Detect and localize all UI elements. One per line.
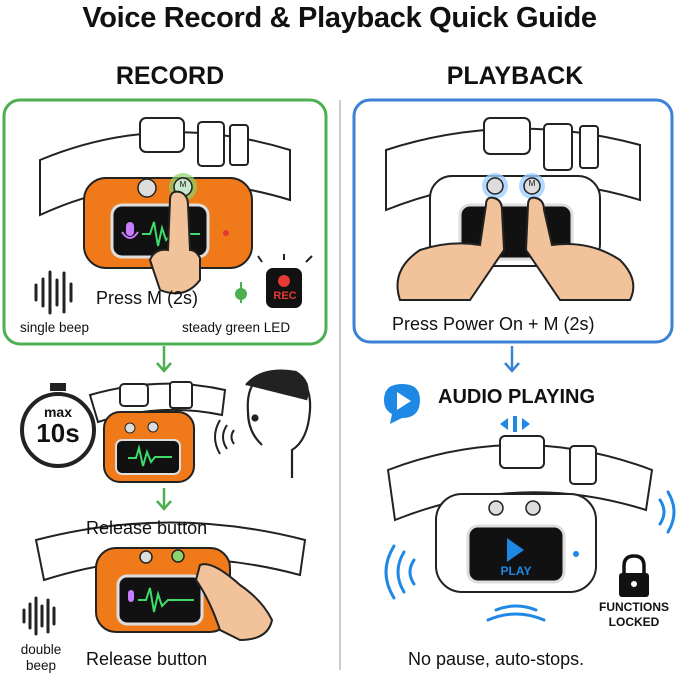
page-title: Voice Record & Playback Quick Guide	[82, 2, 597, 34]
record-heading: RECORD	[115, 62, 225, 90]
m-button-pressed	[523, 177, 541, 195]
single-beep-icon	[34, 270, 73, 315]
mic-icon	[121, 222, 139, 239]
arrow-down-icon	[156, 346, 172, 373]
left-hand-icon	[396, 196, 506, 301]
arrow-down-icon-3	[504, 346, 520, 373]
green-led-icon	[235, 288, 247, 300]
audio-playing-icon	[384, 384, 420, 424]
locked-label-1: FUNCTIONS	[599, 600, 669, 614]
play-icon	[507, 538, 524, 562]
finger-press-icon	[148, 190, 201, 295]
record-step3-label: Release button	[86, 649, 208, 669]
locked-label-2: LOCKED	[608, 615, 660, 629]
rec-badge-icon	[257, 254, 313, 308]
record-collar	[39, 117, 291, 217]
power-button	[137, 178, 157, 198]
playback-footer: No pause, auto-stops.	[408, 649, 585, 669]
m-button-label: M	[179, 180, 187, 189]
record-step1-label: Press M (2s)	[96, 288, 199, 308]
stopwatch-icon	[20, 383, 96, 468]
hand-release-icon	[194, 563, 274, 642]
person-speaking-icon	[245, 369, 312, 478]
timer-value-label: 10s	[36, 418, 80, 448]
led-label: steady green LED	[182, 320, 291, 335]
right-hand-icon	[524, 196, 635, 301]
record-step2-label: Release button	[86, 518, 208, 538]
timer-max-label: max	[43, 404, 73, 420]
playback-step-frame	[352, 98, 674, 344]
playback-heading: PLAYBACK	[446, 62, 584, 90]
single-beep-label: single beep	[20, 320, 90, 335]
speech-waves-icon	[214, 419, 235, 455]
record-step-frame	[2, 98, 328, 346]
playback-step1-label: Press Power On + M (2s)	[392, 314, 595, 334]
double-beep-icon	[22, 596, 56, 636]
sound-waves-icon	[384, 490, 676, 622]
device-led	[223, 230, 229, 236]
play-label: PLAY	[500, 564, 532, 578]
playback-m-label: M	[528, 179, 536, 188]
lock-icon	[619, 554, 649, 597]
double-beep-label: double beep	[20, 642, 62, 673]
rec-badge-label: REC	[273, 290, 297, 302]
resize-arrows-icon	[500, 416, 530, 432]
audio-playing-label: AUDIO PLAYING	[438, 386, 596, 408]
arrow-down-icon-2	[156, 488, 172, 511]
power-button-pressed	[486, 177, 504, 195]
